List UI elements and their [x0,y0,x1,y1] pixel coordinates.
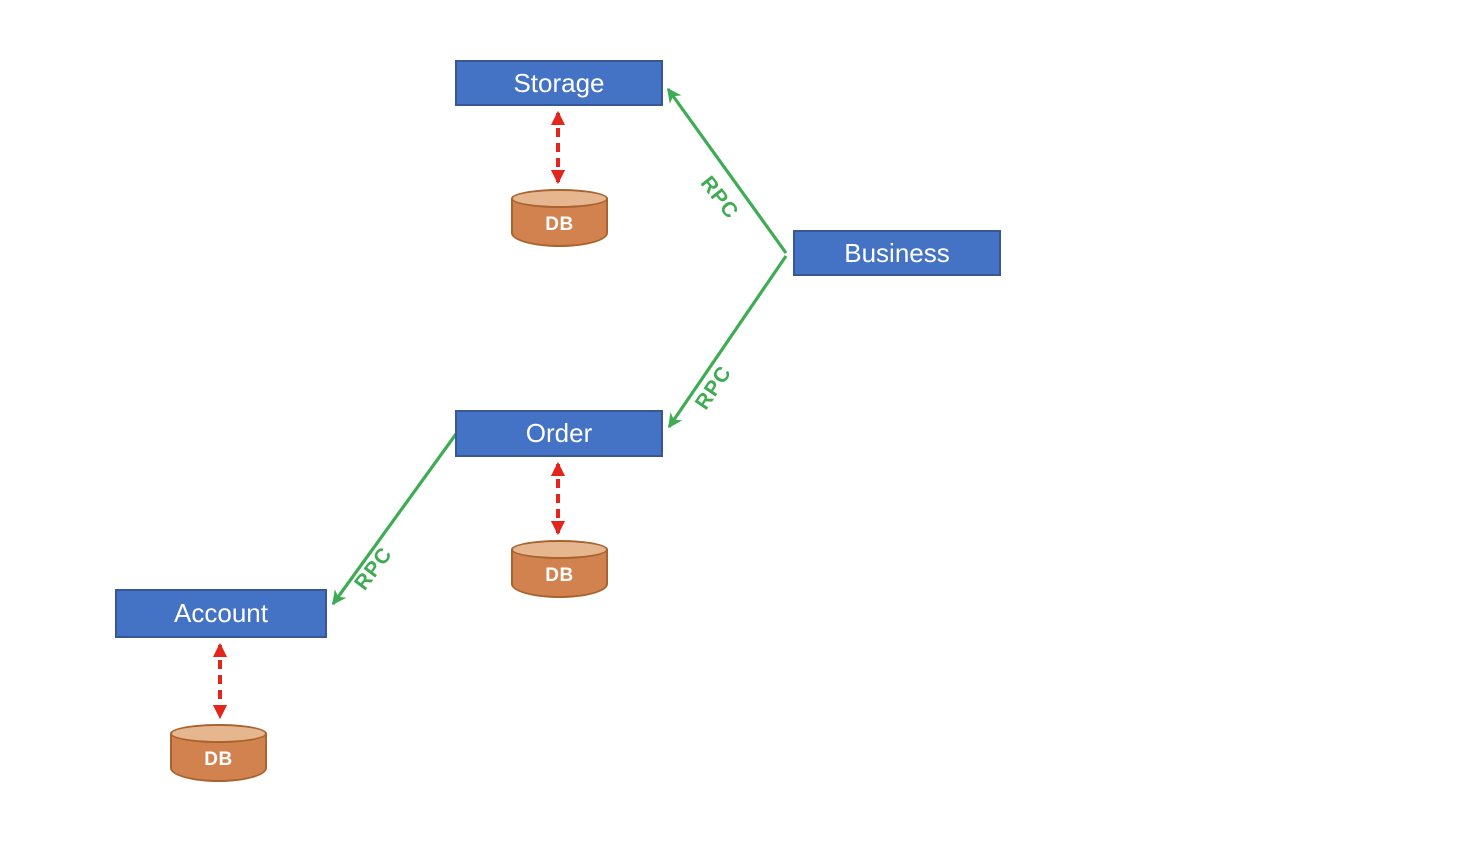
edge-label-rpc-business-storage: RPC [695,171,744,224]
node-account-label: Account [174,598,268,628]
node-business: Business [793,230,1001,276]
node-order: Order [455,410,663,457]
edge-rpc-business-order [667,255,788,429]
database-storage-label: DB [545,214,574,235]
edge-label-rpc-order-account: RPC [350,542,398,595]
node-storage: Storage [455,60,663,106]
node-business-label: Business [844,237,950,268]
database-account: DB [170,724,267,782]
database-storage: DB [511,189,608,247]
node-order-label: Order [525,418,593,448]
edge-label-rpc-business-order: RPC [690,361,737,414]
node-storage-label: Storage [513,67,605,98]
database-account-label: DB [204,749,233,770]
database-order-label: DB [545,565,574,586]
edge-rpc-business-storage [666,87,788,254]
node-account: Account [115,589,327,638]
database-cylinder-top [511,189,608,208]
database-cylinder-top [170,724,267,743]
database-cylinder-top [511,540,608,559]
database-order: DB [511,540,608,598]
